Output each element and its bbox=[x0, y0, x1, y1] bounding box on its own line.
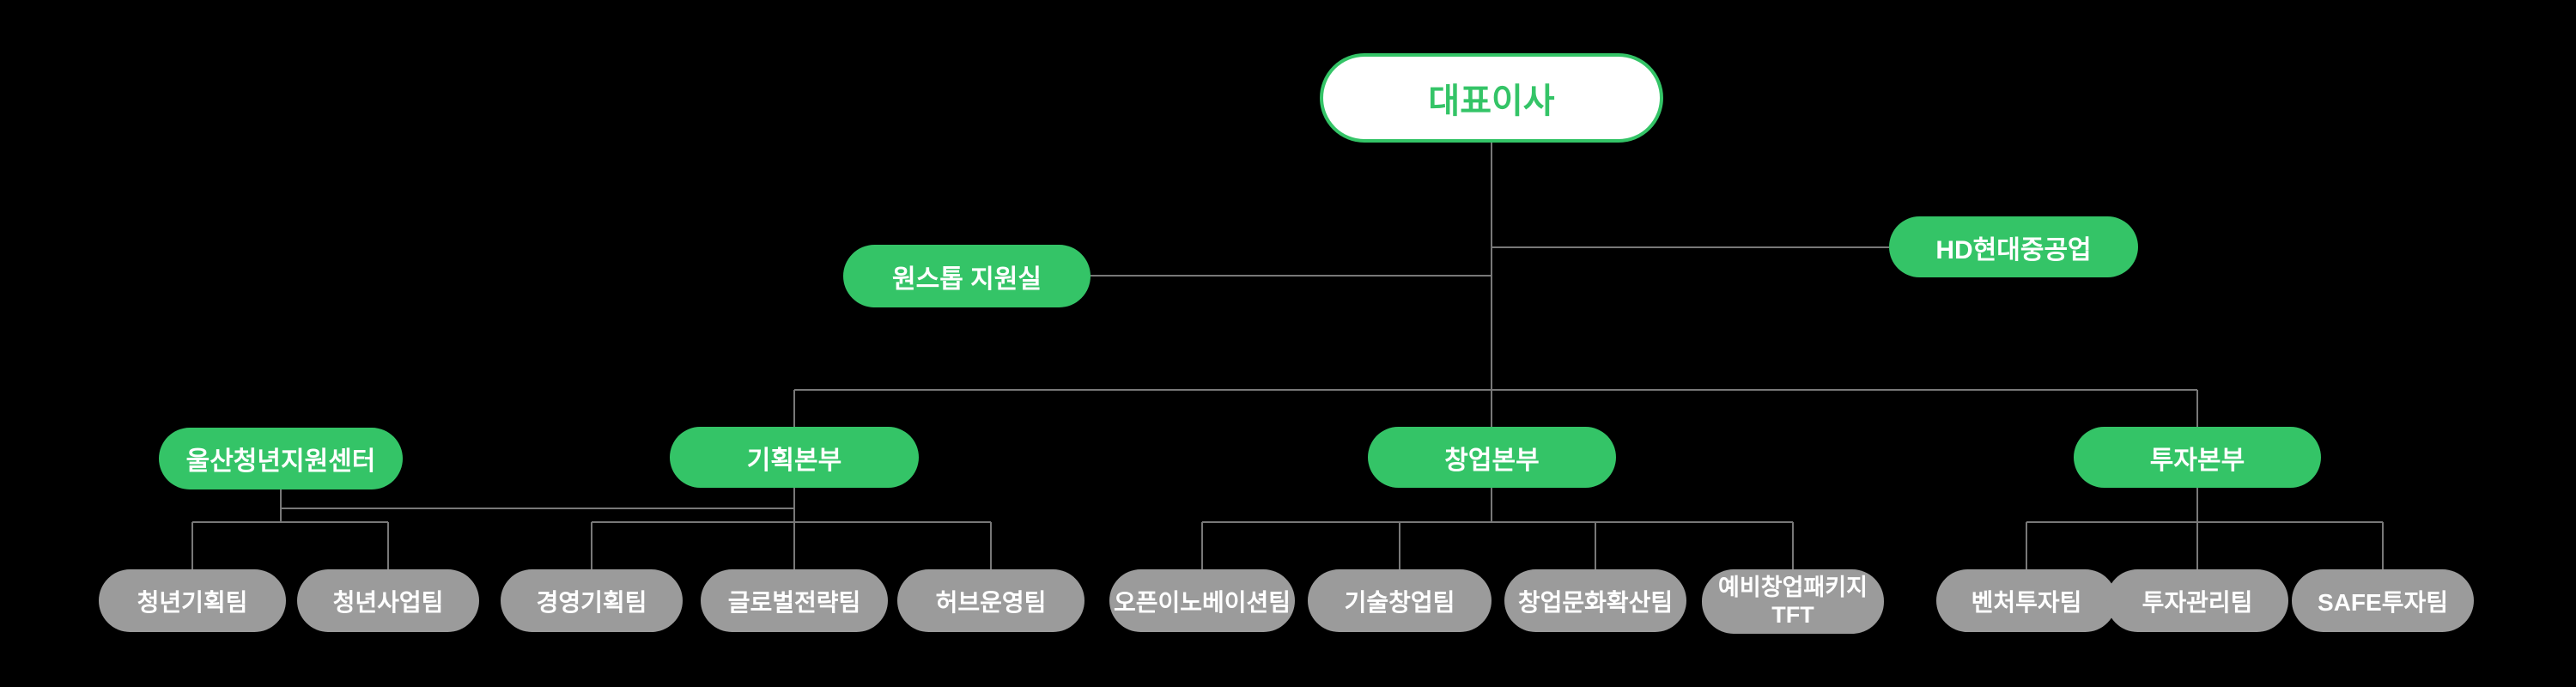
node-investment-hq-label: 투자본부 bbox=[2149, 446, 2245, 475]
node-planning-hq: 기획본부 bbox=[670, 427, 919, 488]
node-team-startup-culture: 창업문화확산팀 bbox=[1504, 569, 1686, 632]
node-team-safe-investment: SAFE투자팀 bbox=[2292, 569, 2474, 632]
team-label: 청년사업팀 bbox=[332, 588, 444, 616]
node-team-youth-planning: 청년기획팀 bbox=[99, 569, 286, 632]
node-team-pre-startup-package-tft: 예비창업패키지 TFT bbox=[1702, 569, 1884, 634]
team-label: 글로벌전략팀 bbox=[727, 588, 861, 616]
team-label: 기술창업팀 bbox=[1344, 588, 1455, 616]
node-investment-hq: 투자본부 bbox=[2074, 427, 2321, 488]
node-team-management-planning: 경영기획팀 bbox=[501, 569, 683, 632]
node-team-venture-investment: 벤처투자팀 bbox=[1936, 569, 2117, 632]
node-hd-hyundai: HD현대중공업 bbox=[1889, 216, 2138, 277]
node-team-hub-operation: 허브운영팀 bbox=[897, 569, 1084, 632]
node-ceo: 대표이사 bbox=[1320, 53, 1663, 143]
node-hd-hyundai-label: HD현대중공업 bbox=[1935, 235, 2092, 264]
team-label: 투자관리팀 bbox=[2142, 588, 2253, 616]
team-label: 오픈이노베이션팀 bbox=[1113, 588, 1291, 616]
node-team-global-strategy: 글로벌전략팀 bbox=[701, 569, 888, 632]
node-ceo-label: 대표이사 bbox=[1428, 82, 1555, 120]
team-label: 벤처투자팀 bbox=[1971, 588, 2082, 616]
team-label: SAFE투자팀 bbox=[2318, 588, 2448, 616]
team-label: 창업문화확산팀 bbox=[1517, 588, 1674, 616]
team-label: 예비창업패키지 TFT bbox=[1718, 575, 1868, 628]
node-onestop-office: 원스톱 지원실 bbox=[843, 245, 1091, 307]
team-label: 허브운영팀 bbox=[935, 588, 1047, 616]
connectors bbox=[191, 143, 2384, 571]
node-team-youth-business: 청년사업팀 bbox=[297, 569, 479, 632]
team-label: 청년기획팀 bbox=[137, 588, 248, 616]
node-planning-hq-label: 기획본부 bbox=[746, 446, 842, 475]
node-team-tech-startup: 기술창업팀 bbox=[1308, 569, 1492, 632]
node-startup-hq: 창업본부 bbox=[1368, 427, 1616, 488]
node-ulsan-youth-center-label: 울산청년지원센터 bbox=[185, 447, 376, 476]
node-startup-hq-label: 창업본부 bbox=[1444, 446, 1540, 475]
node-ulsan-youth-center: 울산청년지원센터 bbox=[159, 428, 403, 489]
node-team-investment-management: 투자관리팀 bbox=[2106, 569, 2288, 632]
team-label: 경영기획팀 bbox=[536, 588, 647, 616]
node-team-open-innovation: 오픈이노베이션팀 bbox=[1109, 569, 1295, 632]
node-onestop-office-label: 원스톱 지원실 bbox=[892, 264, 1042, 294]
